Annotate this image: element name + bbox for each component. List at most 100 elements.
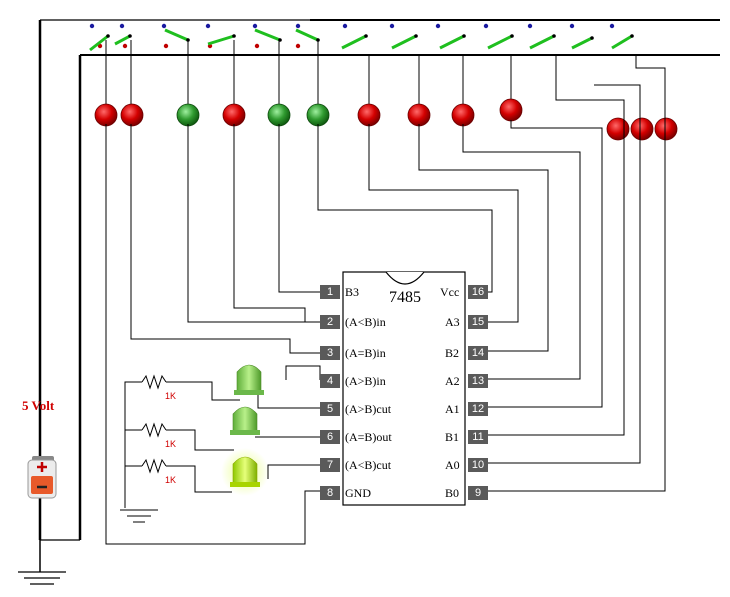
switch-contact-icon: [483, 23, 489, 29]
resistor-label-1: 1K: [165, 391, 177, 401]
switch-contact-icon: [569, 23, 575, 29]
switch-pivot-icon: [630, 34, 634, 38]
pin-number-right: 9: [468, 486, 488, 500]
switch-contact-icon: [254, 43, 260, 49]
pin-label-left: GND: [345, 486, 371, 500]
pin-label-right: A1: [445, 402, 460, 416]
pin-number-left: 5: [320, 402, 340, 416]
pin-number-left: 4: [320, 374, 340, 388]
switch-pivot-icon: [128, 34, 132, 38]
pin-label-right: A3: [445, 315, 460, 329]
switch-lever-icon: [341, 34, 367, 50]
led-off-icon: [630, 117, 654, 141]
switch-contact-icon: [609, 23, 615, 29]
switch-contact-icon: [252, 23, 258, 29]
resistor-label-3: 1K: [165, 475, 177, 485]
pin-label-right: B2: [445, 346, 460, 360]
switch-contact-icon: [122, 43, 128, 49]
pin-number-left: 7: [320, 458, 340, 472]
output-led-lt: [221, 448, 269, 496]
led-on-icon: [306, 103, 330, 127]
led-off-icon: [94, 103, 118, 127]
pin-label-left: B3: [345, 285, 360, 299]
switch-pivot-icon: [462, 34, 466, 38]
resistor-label-2: 1K: [165, 439, 177, 449]
pin-label-right: B1: [445, 430, 460, 444]
switch-contact-icon: [89, 23, 95, 29]
led-off-icon: [222, 103, 246, 127]
switch-lever-icon: [391, 34, 417, 50]
switch-lever-icon: [295, 28, 319, 42]
chip-title: 7485: [389, 289, 421, 306]
pin-number-right: 16: [468, 285, 488, 299]
pin-number-left: 6: [320, 430, 340, 444]
switch-pivot-icon: [364, 34, 368, 38]
switch-pivot-icon: [232, 34, 236, 38]
switch-lever-icon: [254, 28, 281, 42]
switch-contact-icon: [161, 23, 167, 29]
pin-label-left: (A>B)cut: [345, 402, 392, 416]
pin-label-right: A2: [445, 374, 460, 388]
led-off-icon: [654, 117, 678, 141]
led-on-icon: [176, 103, 200, 127]
switch-pivot-icon: [414, 34, 418, 38]
switch-lever-icon: [571, 36, 593, 50]
pin-number-right: 12: [468, 402, 488, 416]
pin-label-left: (A=B)out: [345, 430, 392, 444]
led-off-icon: [606, 117, 630, 141]
switch-contact-icon: [435, 23, 441, 29]
switch-contact-icon: [205, 23, 211, 29]
switch-lever-icon: [164, 28, 189, 42]
input-leds: [94, 98, 678, 141]
pin-number-right: 14: [468, 346, 488, 360]
output-led-gt: [234, 364, 264, 395]
switch-lever-icon: [89, 34, 109, 52]
battery-icon: [27, 456, 57, 499]
pin-number-right: 15: [468, 315, 488, 329]
signal-wires: [105, 55, 666, 545]
led-off-icon: [407, 103, 431, 127]
led-off-icon: [451, 103, 475, 127]
pin-label-right: B0: [445, 486, 460, 500]
switch-contact-icon: [342, 23, 348, 29]
switch-pivot-icon: [552, 34, 556, 38]
switch-lever-icon: [611, 34, 633, 50]
pin-label-right: Vcc: [440, 285, 460, 299]
pin-label-left: (A<B)in: [345, 315, 386, 329]
switch-pivot-icon: [106, 34, 110, 38]
switch-pivot-icon: [510, 34, 514, 38]
led-off-icon: [499, 98, 523, 122]
pin-number-right: 13: [468, 374, 488, 388]
switch-contact-icon: [295, 43, 301, 49]
pin-number-left: 2: [320, 315, 340, 329]
pin-label-right: A0: [445, 458, 460, 472]
pin-label-left: (A<B)cut: [345, 458, 392, 472]
pin-label-left: (A=B)in: [345, 346, 386, 360]
input-switches: [89, 23, 634, 104]
switch-lever-icon: [487, 34, 513, 50]
pin-label-left: (A>B)in: [345, 374, 386, 388]
pin-number-left: 3: [320, 346, 340, 360]
pin-number-right: 10: [468, 458, 488, 472]
led-off-icon: [120, 103, 144, 127]
chip-7485: [342, 271, 466, 506]
led-on-icon: [267, 103, 291, 127]
output-led-eq: [230, 406, 260, 435]
switch-lever-icon: [114, 34, 131, 46]
power-rails: [18, 19, 720, 585]
switch-lever-icon: [439, 34, 465, 50]
switch-lever-icon: [207, 34, 235, 46]
output-network: [120, 374, 320, 523]
pin-number-left: 1: [320, 285, 340, 299]
supply-label: 5 Volt: [22, 398, 55, 413]
switch-contact-icon: [527, 23, 533, 29]
switch-contact-icon: [163, 43, 169, 49]
led-off-icon: [357, 103, 381, 127]
pin-number-left: 8: [320, 486, 340, 500]
switch-contact-icon: [119, 23, 125, 29]
switch-pivot-icon: [590, 36, 594, 40]
switch-contact-icon: [295, 23, 301, 29]
switch-lever-icon: [529, 34, 555, 50]
switch-contact-icon: [389, 23, 395, 29]
